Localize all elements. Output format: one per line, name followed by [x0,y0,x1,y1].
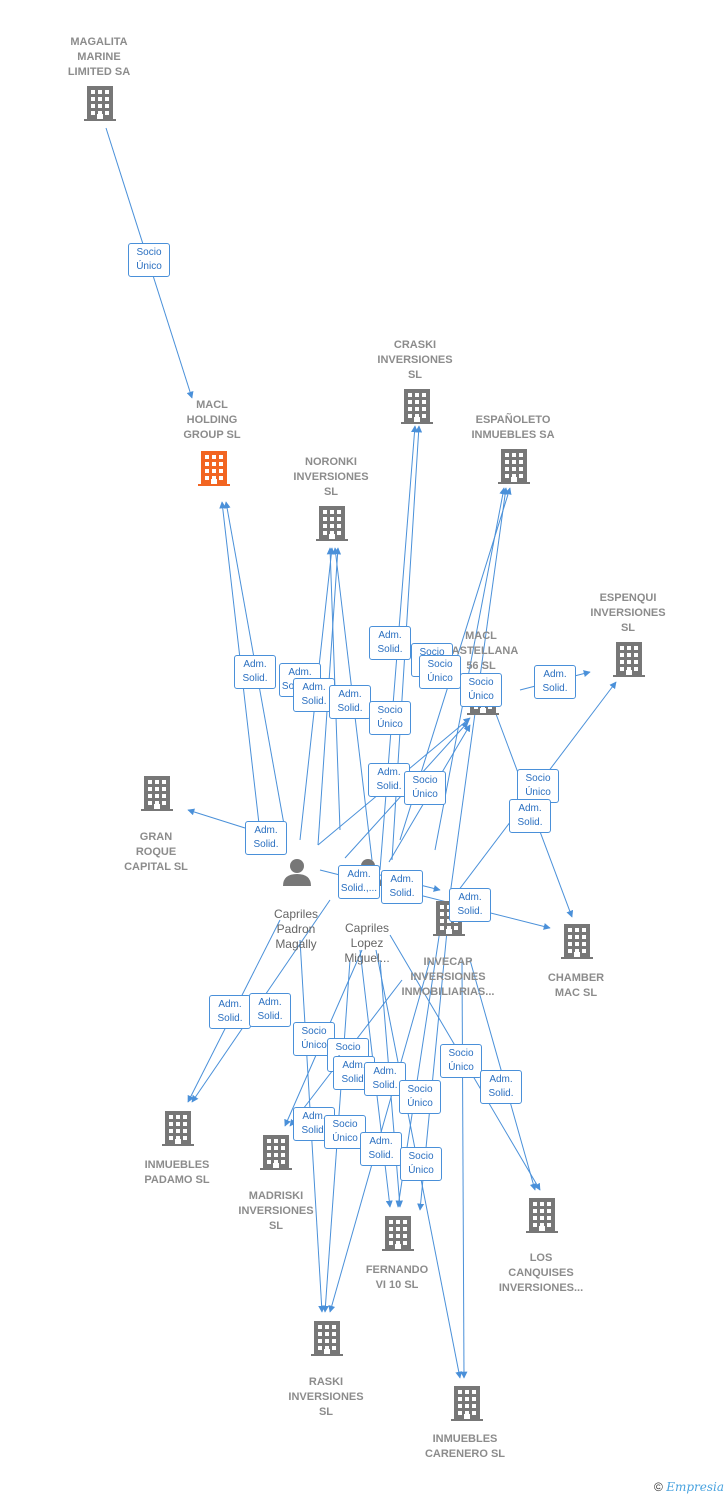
building-icon[interactable] [198,451,230,486]
relation-label[interactable]: Adm. Solid. [234,655,276,689]
brand-logo: Empresia [666,1480,724,1494]
person-name[interactable]: Capriles Padron Magally [273,907,318,951]
relation-label[interactable]: Adm. Solid. [245,821,287,855]
company-name[interactable]: MACL CASTELLANA 56 SL [443,629,519,672]
edge-line [434,487,507,851]
edges [105,127,617,1379]
copyright-symbol: © [654,1480,663,1494]
building-icon[interactable] [401,389,433,424]
relation-label[interactable]: Socio Único [324,1115,366,1149]
building-icon[interactable] [526,1198,558,1233]
relation-label[interactable]: Socio Único [369,701,411,735]
relation-label[interactable]: Socio Único [440,1044,482,1078]
relation-label[interactable]: Adm. Solid. [449,888,491,922]
company-name[interactable]: LOS CANQUISES INVERSIONES... [498,1252,584,1294]
building-icon[interactable] [451,1386,483,1421]
building-icon[interactable] [260,1135,292,1170]
company-name[interactable]: GRAN ROQUE CAPITAL SL [124,831,188,873]
node-icons [84,86,645,1421]
relation-label[interactable]: Adm. Solid. [368,763,410,797]
relation-label[interactable]: Adm. Solid. [329,685,371,719]
relation-label[interactable]: Socio Único [400,1147,442,1181]
building-icon[interactable] [141,776,173,811]
relation-label[interactable]: Adm. Solid.,... [338,865,380,899]
company-name[interactable]: INMUEBLES PADAMO SL [144,1159,210,1186]
building-icon[interactable] [613,642,645,677]
company-name[interactable]: ESPAÑOLETO INMUEBLES SA [471,414,555,441]
relation-label[interactable]: Adm. Solid. [249,993,291,1027]
company-name[interactable]: FERNANDO VI 10 SL [365,1264,429,1291]
relation-label[interactable]: Adm. Solid. [381,870,423,904]
relation-label[interactable]: Socio Único [128,243,170,277]
relation-label[interactable]: Socio Único [399,1080,441,1114]
company-name[interactable]: MACL HOLDING GROUP SL [183,398,241,441]
building-icon[interactable] [311,1321,343,1356]
footer-brand[interactable]: © Empresia [654,1480,724,1494]
edge-line [460,959,468,1379]
relation-label[interactable]: Adm. Solid. [509,799,551,833]
building-icon[interactable] [561,924,593,959]
relation-label[interactable]: Socio Único [460,673,502,707]
relation-label[interactable]: Adm. Solid. [209,995,251,1029]
building-icon[interactable] [84,86,116,121]
relation-label[interactable]: Adm. Solid. [369,626,411,660]
relation-label[interactable]: Adm. Solid. [534,665,576,699]
relation-label[interactable]: Socio Único [404,771,446,805]
company-name[interactable]: INVECAP INVERSIONES INMOBILIARIAS... [401,956,495,998]
company-name[interactable]: CHAMBER MAC SL [547,972,605,999]
company-name[interactable]: INMUEBLES CARENERO SL [424,1433,506,1460]
company-name[interactable]: CRASKI INVERSIONES SL [377,338,453,381]
company-name[interactable]: RASKI INVERSIONES SL [288,1376,364,1418]
building-icon[interactable] [316,506,348,541]
company-name[interactable]: ESPENQUI INVERSIONES SL [590,591,666,634]
company-name[interactable]: MADRISKI INVERSIONES SL [238,1190,314,1232]
person-name[interactable]: Capriles Lopez Miguel... [344,921,390,965]
relation-label[interactable]: Adm. Solid. [480,1070,522,1104]
edge-line [187,808,246,829]
company-name[interactable]: MAGALITA MARINE LIMITED SA [67,35,131,78]
relation-label[interactable]: Adm. Solid. [360,1132,402,1166]
building-icon[interactable] [162,1111,194,1146]
building-icon[interactable] [498,449,530,484]
company-name[interactable]: NORONKI INVERSIONES SL [293,455,369,498]
building-icon[interactable] [382,1216,414,1251]
relation-label[interactable]: Socio Único [517,769,559,803]
relation-label[interactable]: Socio Único [419,655,461,689]
person-icon[interactable] [283,859,311,886]
